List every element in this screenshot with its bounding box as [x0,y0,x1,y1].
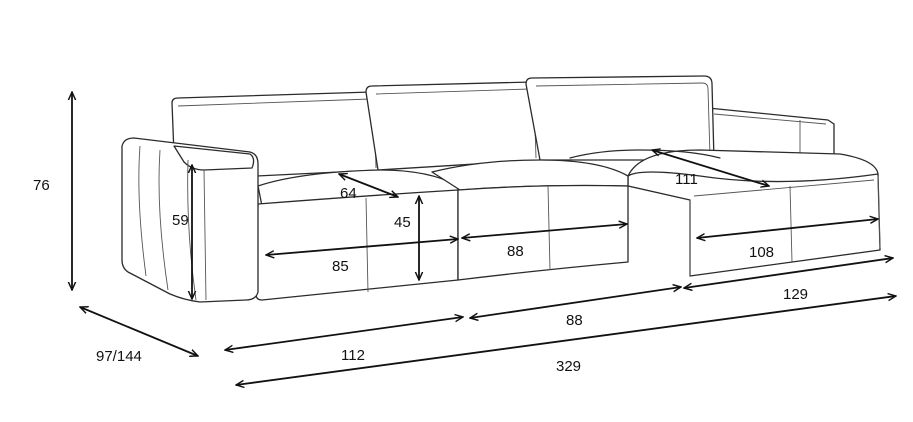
chaise-seat-depth-label: 111 [675,171,698,188]
seat-height-label: 45 [394,214,411,231]
depth-line [80,307,198,356]
back-cushion-middle [365,81,541,171]
seat-depth-label: 64 [340,185,357,202]
seat-width-left-line [266,239,458,255]
total-width-label: 329 [556,358,581,375]
seat-depth-line [339,174,398,197]
total-width-line [236,296,896,385]
seat-width-chaise-line [697,219,878,238]
height-total-label: 76 [33,177,50,194]
module-chaise-label: 129 [783,286,808,303]
seat-width-left-label: 85 [332,258,349,275]
base-left [255,189,459,301]
back-cushion-right [525,75,715,161]
module-left-label: 112 [341,347,365,364]
left-armrest [121,137,259,303]
module-middle-label: 88 [566,312,583,329]
armrest-height-label: 59 [172,212,189,229]
seat-width-middle-line [462,224,627,238]
depth-label: 97/144 [96,348,142,365]
seat-width-middle-label: 88 [507,243,524,260]
sofa-drawing [121,75,881,303]
seat-width-chaise-label: 108 [749,244,774,261]
module-chaise-line [684,258,893,288]
base-middle [457,184,629,281]
dimension-lines [72,92,896,385]
module-left-line [225,317,463,350]
chaise-seat-depth-line [652,150,769,186]
dimension-labels: 76 97/144 59 45 64 111 85 88 108 112 88 … [33,171,808,375]
